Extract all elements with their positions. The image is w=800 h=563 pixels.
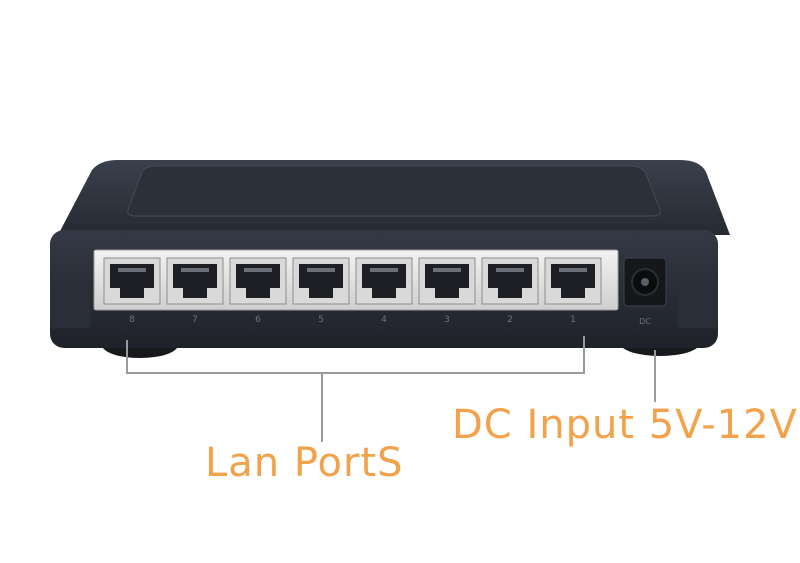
rj45-socket	[362, 264, 406, 298]
dc-input-callout: DC Input 5V-12V	[452, 402, 798, 448]
rj45-socket	[173, 264, 217, 298]
lan-port: 2	[481, 257, 539, 325]
rj45-socket	[425, 264, 469, 298]
socket-pins	[181, 268, 209, 272]
port-number-label: 5	[318, 315, 324, 325]
lan-port: 8	[103, 257, 161, 325]
top-raised-panel	[127, 165, 661, 217]
port-number-label: 8	[129, 315, 135, 325]
lan-port: 6	[229, 257, 287, 325]
dc-power-jack	[623, 257, 667, 307]
socket-pins	[433, 268, 461, 272]
lan-ports-bracket	[126, 336, 585, 374]
lan-ports-callout: Lan PortS	[205, 440, 404, 486]
socket-pins	[370, 268, 398, 272]
rj45-socket	[110, 264, 154, 298]
port-number-label: 2	[507, 315, 513, 325]
lan-port: 7	[166, 257, 224, 325]
lan-port: 5	[292, 257, 350, 325]
rj45-socket	[236, 264, 280, 298]
socket-pins	[244, 268, 272, 272]
lan-port: 4	[355, 257, 413, 325]
rj45-socket	[551, 264, 595, 298]
socket-pins	[559, 268, 587, 272]
dc-jack-label: DC	[639, 317, 651, 326]
lan-ports-group: 8 7 6 5 4 3 2 1	[103, 257, 602, 325]
lan-port: 3	[418, 257, 476, 325]
side-bumper-right	[678, 282, 718, 328]
socket-pins	[118, 268, 146, 272]
port-number-label: 1	[570, 315, 576, 325]
port-number-label: 4	[381, 315, 387, 325]
socket-pins	[496, 268, 524, 272]
socket-pins	[307, 268, 335, 272]
port-number-label: 7	[192, 315, 198, 325]
lan-port: 1	[544, 257, 602, 325]
rj45-socket	[488, 264, 532, 298]
port-number-label: 3	[444, 315, 450, 325]
port-number-label: 6	[255, 315, 261, 325]
side-bumper-left	[50, 282, 90, 328]
rj45-socket	[299, 264, 343, 298]
